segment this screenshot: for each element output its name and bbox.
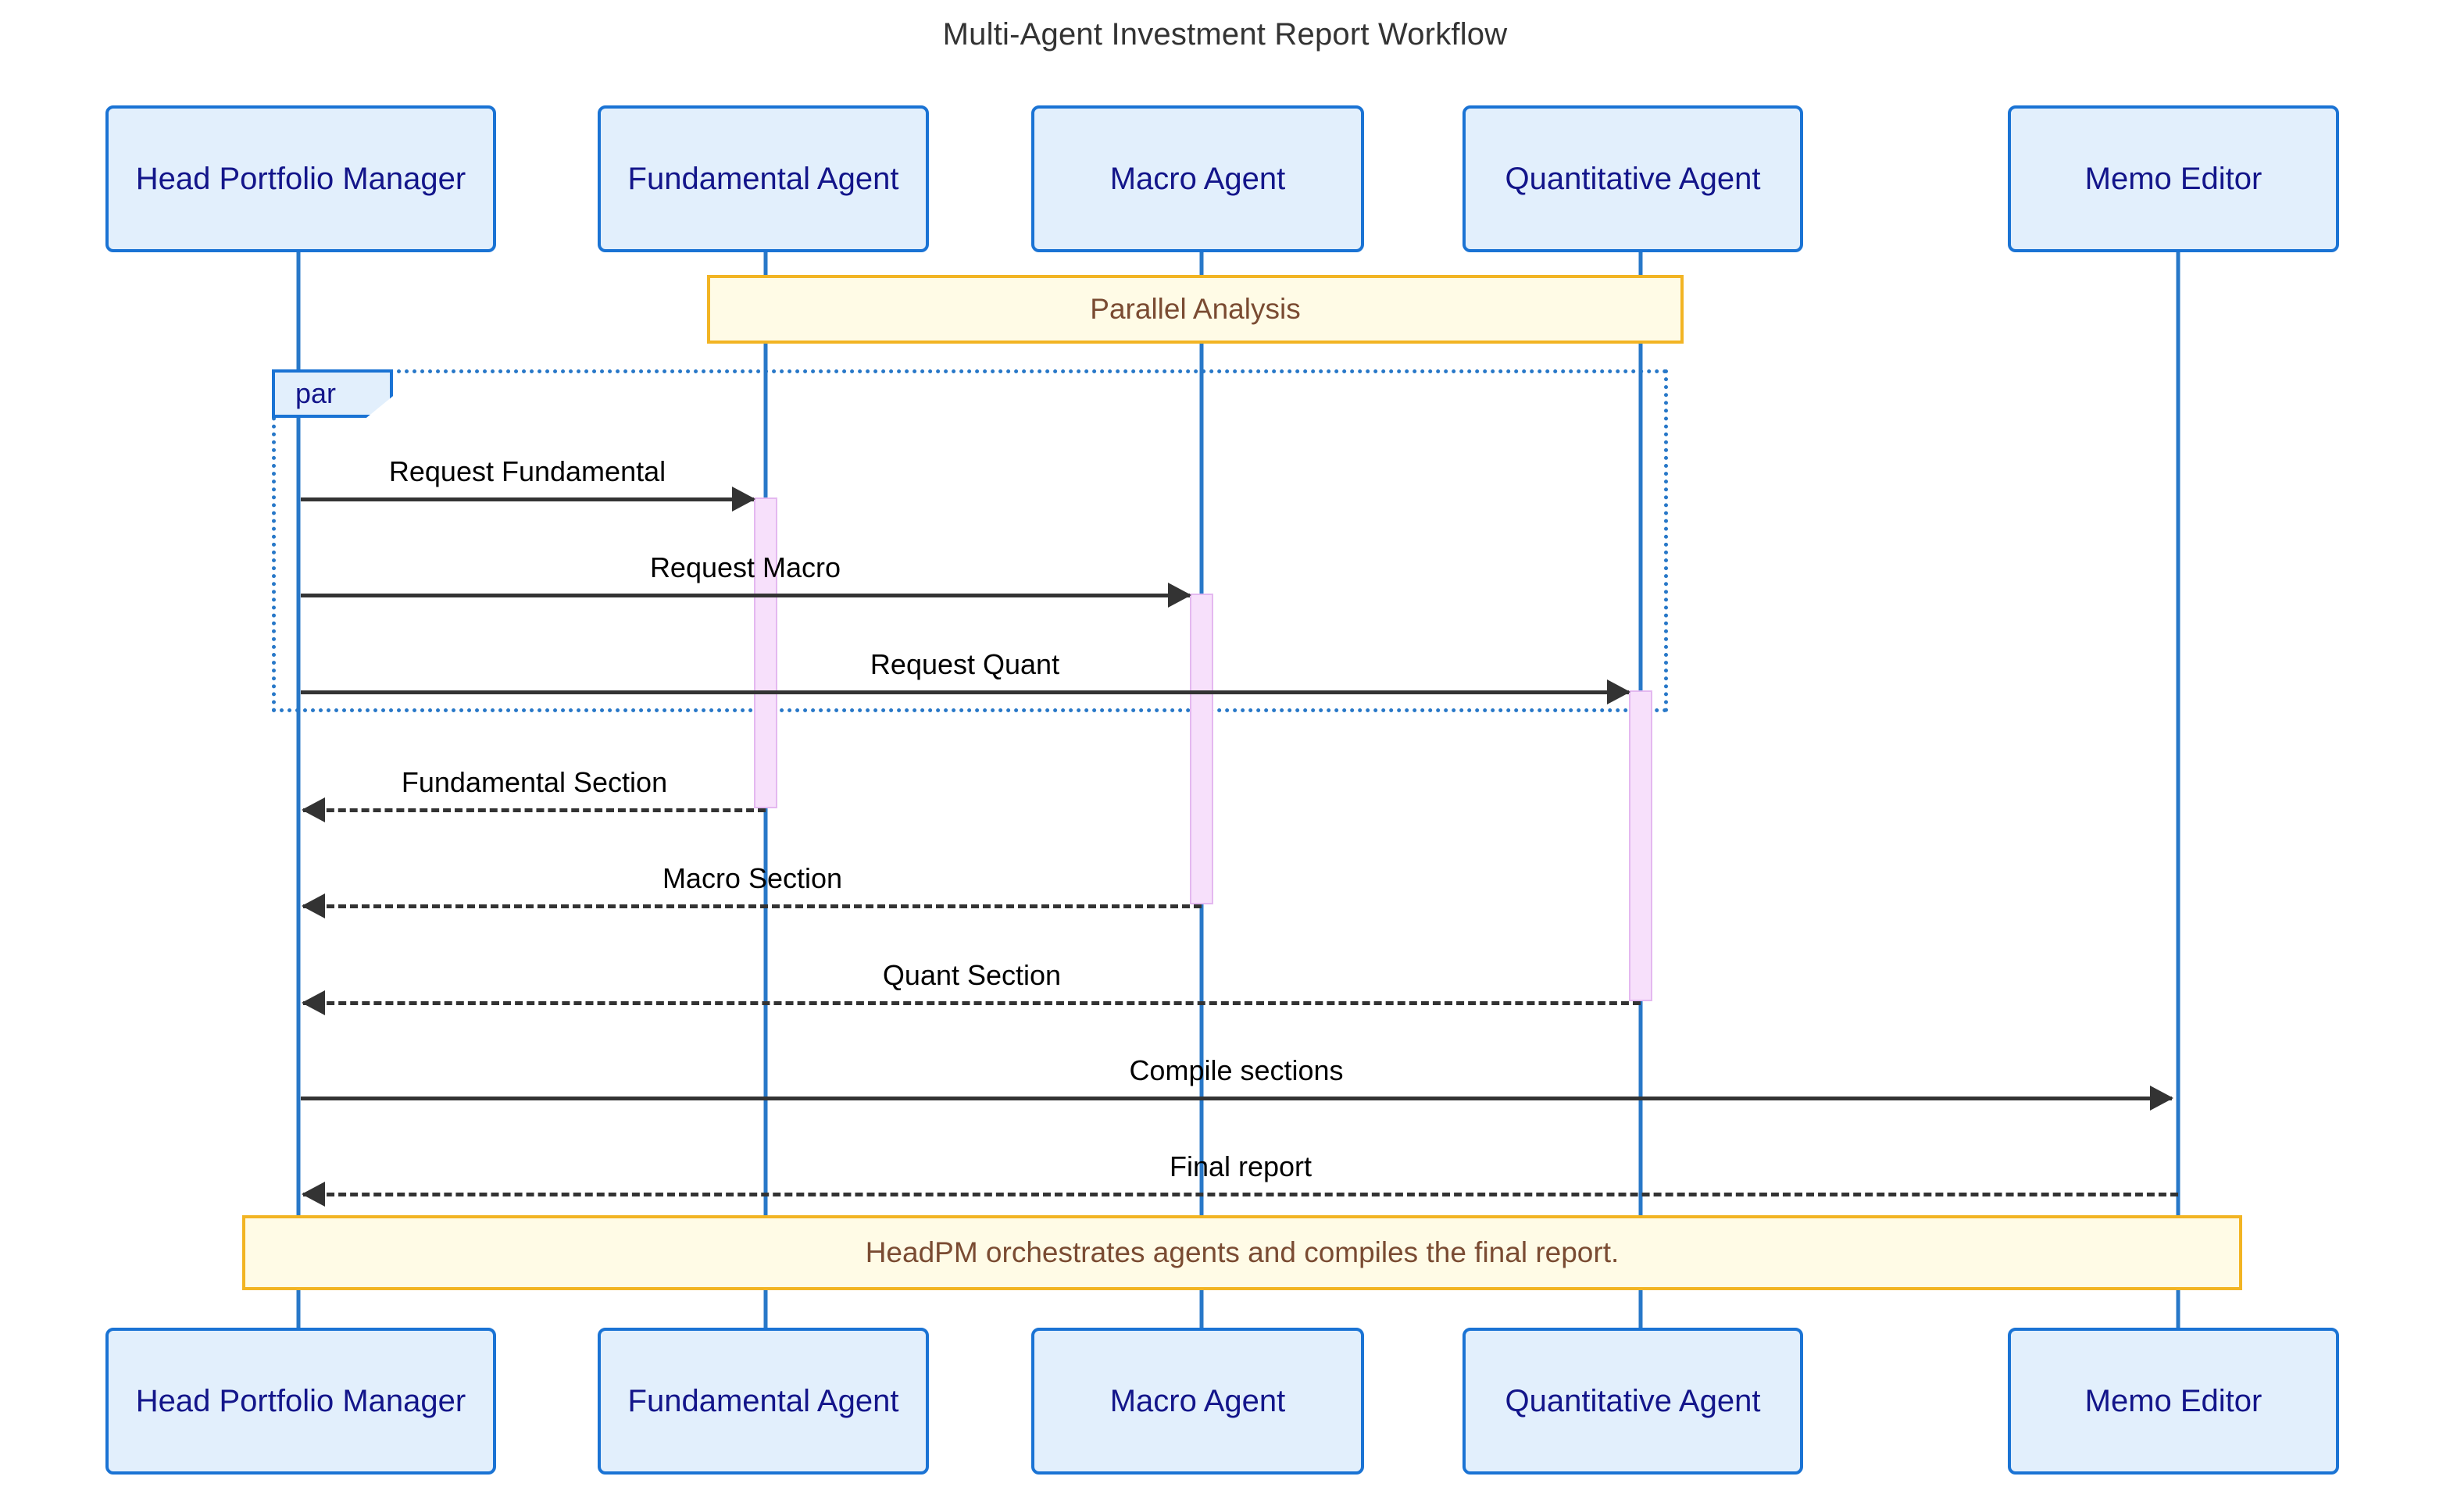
message-label-m3: Request Quant [870, 648, 1060, 680]
act-macro [1190, 594, 1213, 904]
participant-footer-memo[interactable]: Memo Editor [2008, 1328, 2339, 1475]
participant-footer-hpm[interactable]: Head Portfolio Manager [105, 1328, 496, 1475]
arrowhead-right-icon [1607, 679, 1630, 704]
message-label-m2: Request Macro [649, 551, 841, 583]
lifeline-memo [2176, 252, 2180, 1328]
summary-note: HeadPM orchestrates agents and compiles … [242, 1215, 2242, 1290]
message-label-m7: Compile sections [1129, 1054, 1344, 1086]
participant-footer-macro[interactable]: Macro Agent [1031, 1328, 1364, 1475]
message-line-m1 [301, 497, 754, 501]
message-line-m3 [301, 690, 1629, 694]
participant-header-memo[interactable]: Memo Editor [2008, 105, 2339, 252]
arrowhead-left-icon [302, 990, 325, 1015]
message-line-m5 [303, 904, 1202, 908]
message-line-m8 [303, 1193, 2178, 1196]
message-label-m8: Final report [1169, 1150, 1312, 1182]
arrowhead-right-icon [2150, 1086, 2173, 1111]
participant-header-macro[interactable]: Macro Agent [1031, 105, 1364, 252]
act-quant [1629, 690, 1652, 1001]
arrowhead-left-icon [302, 797, 325, 822]
participant-footer-quant[interactable]: Quantitative Agent [1462, 1328, 1803, 1475]
page-title: Multi-Agent Investment Report Workflow [942, 17, 1508, 52]
message-label-m6: Quant Section [882, 959, 1062, 991]
participant-footer-fund[interactable]: Fundamental Agent [598, 1328, 929, 1475]
message-line-m2 [301, 594, 1190, 597]
arrowhead-right-icon [732, 487, 755, 512]
arrowhead-left-icon [302, 893, 325, 918]
lifeline-hpm [296, 252, 301, 1328]
message-line-m6 [303, 1001, 1641, 1005]
message-line-m7 [301, 1097, 2172, 1100]
message-line-m4 [303, 808, 766, 812]
message-label-m4: Fundamental Section [401, 766, 668, 798]
arrowhead-left-icon [302, 1182, 325, 1207]
par-fragment-operator-label: par [272, 369, 393, 418]
message-label-m5: Macro Section [662, 862, 843, 894]
parallel-analysis-note: Parallel Analysis [707, 275, 1684, 344]
participant-header-quant[interactable]: Quantitative Agent [1462, 105, 1803, 252]
act-fund [754, 497, 777, 808]
arrowhead-right-icon [1168, 583, 1191, 608]
participant-header-hpm[interactable]: Head Portfolio Manager [105, 105, 496, 252]
participant-header-fund[interactable]: Fundamental Agent [598, 105, 929, 252]
message-label-m1: Request Fundamental [388, 455, 666, 487]
